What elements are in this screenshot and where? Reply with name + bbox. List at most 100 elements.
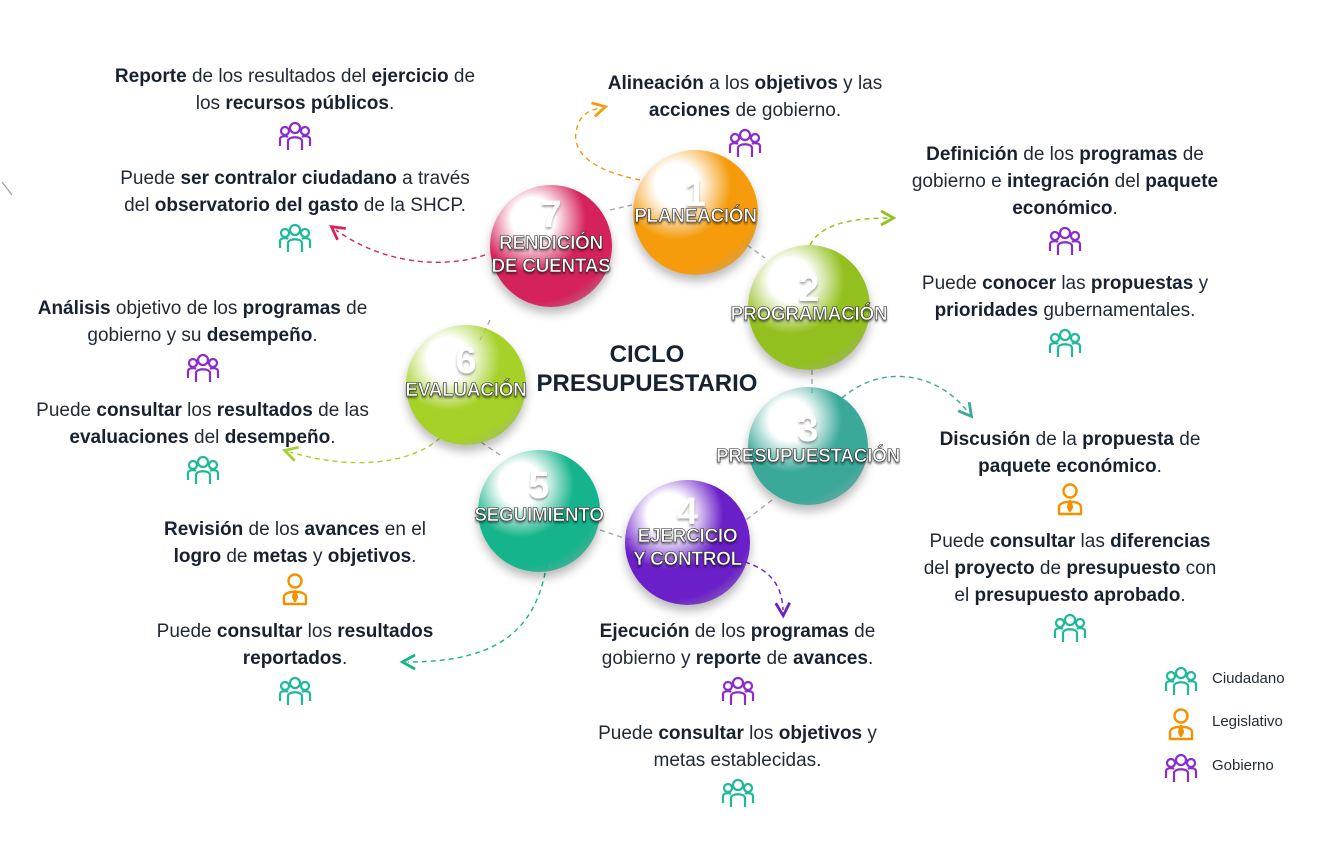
bold-text: conocer	[982, 273, 1057, 294]
legislativo-person-icon	[130, 572, 460, 614]
ciudadano-group-icon	[565, 776, 910, 818]
text-line: Ejecución de los programas de	[565, 618, 910, 645]
plain-text: Puede	[156, 621, 217, 642]
cycle-title: CICLO PRESUPUESTARIO	[527, 340, 767, 398]
plain-text: a través	[396, 168, 470, 189]
gobierno-group-icon	[565, 674, 910, 716]
ciudadano-group-icon	[5, 453, 400, 495]
stage-number: 3	[797, 408, 819, 450]
plain-text: Puede	[36, 400, 97, 421]
plain-text: .	[341, 648, 348, 669]
plain-text: con	[1180, 558, 1217, 579]
text-line: Discusión de la propuesta de	[890, 426, 1250, 453]
group-icon-gobierno	[1164, 751, 1198, 790]
plain-text: Puede	[598, 723, 659, 744]
bold-text: observatorio del gasto	[154, 195, 359, 216]
stage-1-planeacion: 1 PLANEACIÓN	[633, 150, 758, 275]
gobierno-group-icon	[5, 351, 400, 393]
plain-text: de	[221, 546, 253, 567]
bold-text: presupuesto	[1066, 558, 1181, 579]
stage-7-rendicion-de-cuentas: 7 RENDICIÓN DE CUENTAS	[490, 185, 612, 307]
description-seguimiento: Revisión de los avances en el logro de m…	[130, 516, 460, 720]
text-line: Reporte de los resultados del ejercicio …	[80, 63, 510, 90]
arrow-rendicion	[336, 230, 486, 263]
description-presupuestacion: Discusión de la propuesta de paquete eco…	[890, 426, 1250, 657]
cycle-title-line-2: PRESUPUESTARIO	[536, 370, 758, 397]
text-line: gobierno y su desempeño.	[5, 322, 400, 349]
bold-text: reportados	[242, 648, 342, 669]
bold-text: ejercicio	[371, 66, 449, 87]
bold-text: objetivos	[754, 73, 838, 94]
text-line: Puede consultar las diferencias	[890, 528, 1250, 555]
plain-text: y las	[837, 73, 883, 94]
bold-text: Definición	[926, 144, 1018, 165]
text-line: metas establecidas.	[565, 747, 910, 774]
text-line: Puede conocer las propuestas y	[875, 270, 1255, 297]
bold-text: programas	[1079, 144, 1178, 165]
plain-text: Puede	[921, 273, 983, 294]
plain-text: Puede	[929, 531, 990, 552]
group-icon-ciudadano	[1164, 664, 1198, 703]
stage-label-line-2: Y CONTROL	[633, 549, 743, 571]
description-rendicion: Reporte de los resultados del ejercicio …	[80, 63, 510, 267]
ciudadano-group-icon	[875, 326, 1255, 368]
text-line: prioridades gubernamentales.	[875, 297, 1255, 324]
bold-text: ser contralor ciudadano	[180, 168, 397, 189]
description-programacion: Definición de los programas de gobierno …	[875, 141, 1255, 372]
bold-text: Reporte	[114, 66, 187, 87]
stage-number: 6	[455, 340, 477, 382]
bold-text: proyecto	[954, 558, 1035, 579]
text-line: Definición de los programas de	[875, 141, 1255, 168]
legend-label: Gobierno	[1212, 757, 1274, 774]
text-line: reportados.	[130, 645, 460, 672]
text-line: los recursos públicos.	[80, 90, 510, 117]
gobierno-group-icon	[580, 126, 910, 168]
text-line: Puede consultar los objetivos y	[565, 720, 910, 747]
plain-text: el	[954, 585, 975, 606]
plain-text: de las	[312, 400, 369, 421]
stage-label-line-1: SEGUIMIENTO	[474, 505, 604, 527]
plain-text: .	[1156, 456, 1162, 477]
plain-text: de los resultados del	[186, 66, 372, 87]
plain-text: de	[761, 648, 793, 669]
stage-number: 5	[528, 465, 550, 507]
plain-text: del	[923, 558, 955, 579]
stage-label-line-1: PRESUPUESTACIÓN	[715, 446, 901, 468]
plain-text: gobierno y su	[87, 325, 207, 346]
stage-6-evaluacion: 6 EVALUACIÓN	[405, 325, 527, 445]
plain-text: de la	[1030, 429, 1083, 450]
description-evaluacion: Análisis objetivo de los programas de go…	[5, 295, 400, 499]
plain-text: del	[188, 427, 225, 448]
bold-text: acciones	[648, 100, 731, 121]
bold-text: paquete económico	[978, 456, 1157, 477]
text-line: evaluaciones del desempeño.	[5, 424, 400, 451]
plain-text: metas establecidas.	[653, 750, 822, 771]
description-ejercicio: Ejecución de los programas de gobierno y…	[565, 618, 910, 822]
stage-3-presupuestacion: 3 PRESUPUESTACIÓN	[716, 387, 901, 505]
bold-text: diferencias	[1110, 531, 1211, 552]
plain-text: del	[124, 195, 155, 216]
plain-text: los	[195, 93, 226, 114]
bold-text: resultados	[337, 621, 434, 642]
plain-text: y	[1193, 273, 1209, 294]
plain-text: Puede	[120, 168, 181, 189]
stage-label-line-1: EVALUACIÓN	[405, 380, 527, 402]
stage-label-line-2: DE CUENTAS	[491, 256, 611, 278]
bold-text: resultados	[216, 400, 313, 421]
plain-text: y	[862, 723, 877, 744]
arrow-presupuestacion	[841, 375, 968, 412]
bold-text: desempeño	[206, 325, 313, 346]
text-line: paquete económico.	[890, 453, 1250, 480]
gobierno-group-icon	[875, 224, 1255, 266]
bold-text: Ejecución	[599, 621, 690, 642]
bold-text: logro	[173, 546, 222, 567]
plain-text: de la SHCP.	[358, 195, 466, 216]
plain-text: .	[312, 325, 318, 346]
plain-text: de	[448, 66, 476, 87]
text-line: el presupuesto aprobado.	[890, 582, 1250, 609]
plain-text: de	[1174, 429, 1201, 450]
text-line: Puede ser contralor ciudadano a través	[80, 165, 510, 192]
bold-text: paquete	[1145, 171, 1219, 192]
ciudadano-group-icon	[80, 221, 510, 263]
